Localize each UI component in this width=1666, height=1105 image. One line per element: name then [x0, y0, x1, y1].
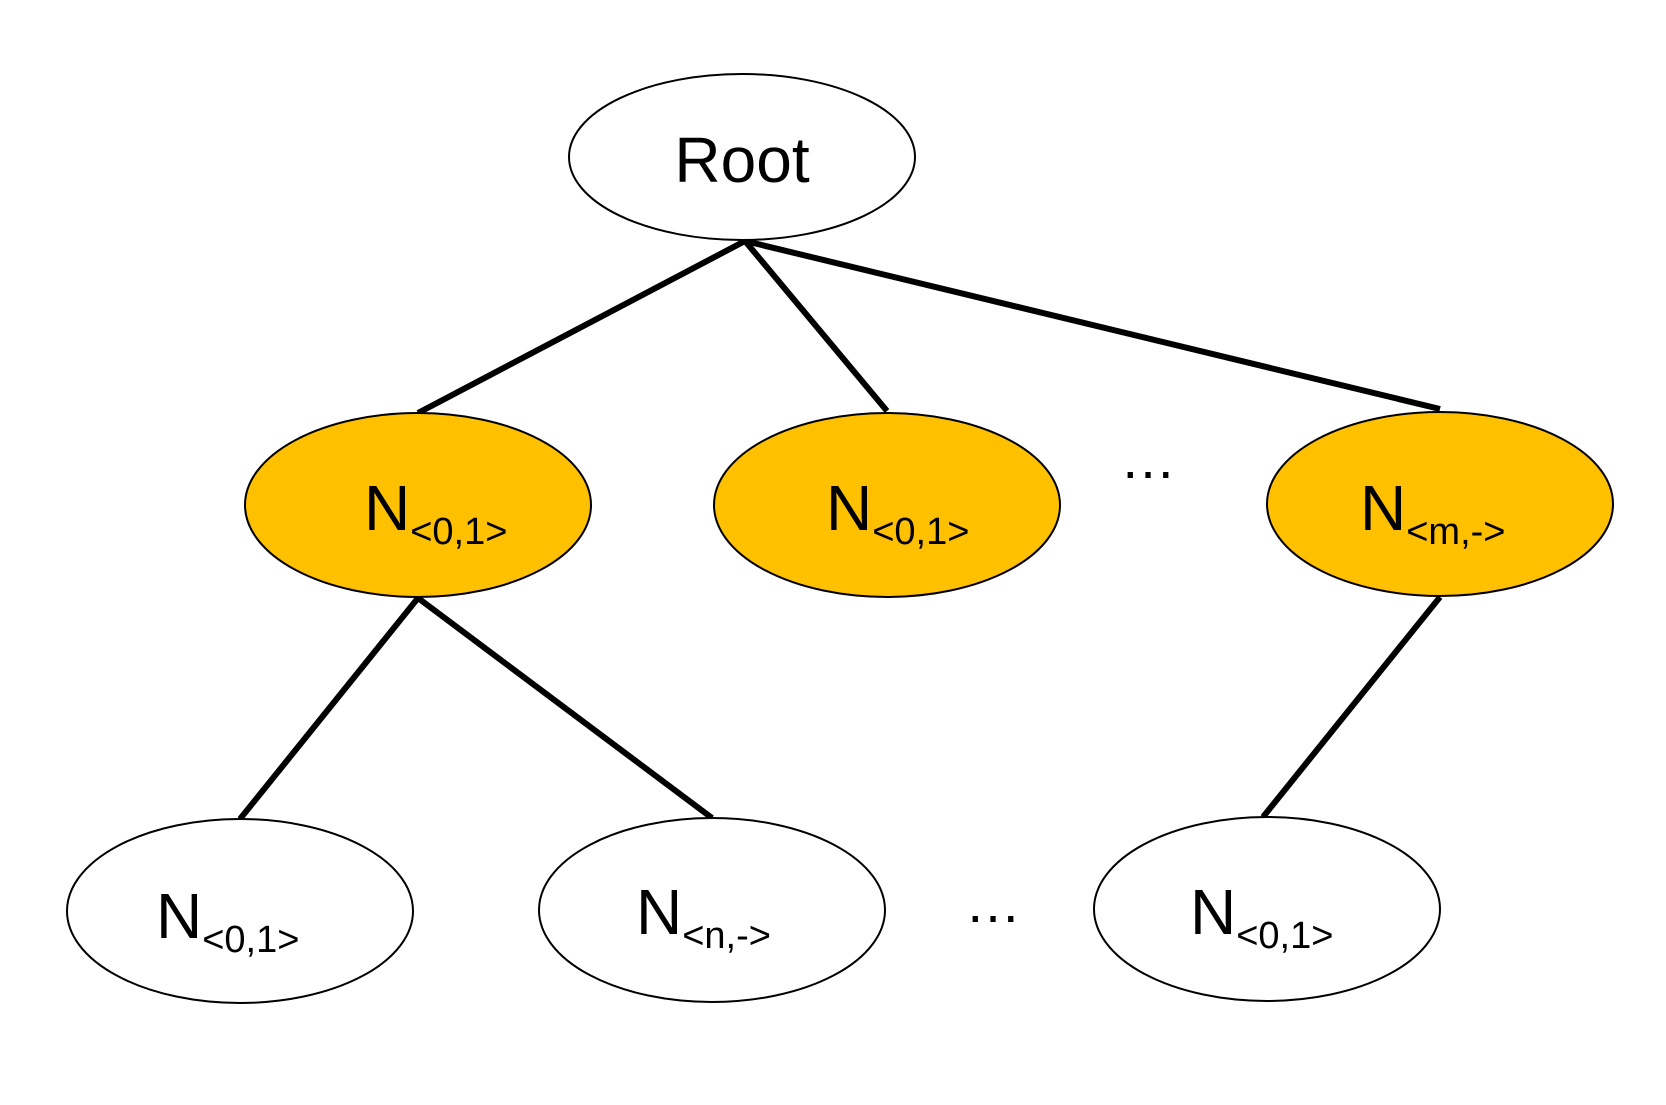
root-node: Root — [568, 73, 916, 241]
level1-node-c: N<m,-> — [1266, 411, 1614, 597]
level2-node-b-shape — [538, 817, 886, 1003]
level2-node-c-label: N<0,1> — [1190, 876, 1333, 957]
edge-root-to-l1-b — [742, 239, 890, 413]
level1-node-b: N<0,1> — [713, 412, 1061, 598]
level2-node-a: N<0,1> — [66, 818, 414, 1004]
level2-node-a-shape — [66, 818, 414, 1004]
level2-node-a-main: N — [156, 880, 202, 952]
edge-root-to-l1-c — [744, 238, 1441, 412]
level1-node-b-shape — [713, 412, 1061, 598]
level2-node-a-subscript: <0,1> — [202, 919, 299, 961]
level1-node-c-label: N<m,-> — [1360, 472, 1505, 553]
level1-node-c-shape — [1266, 411, 1614, 597]
level1-node-a-subscript: <0,1> — [410, 511, 507, 553]
level2-node-c: N<0,1> — [1093, 816, 1441, 1002]
level2-node-c-main: N — [1190, 876, 1236, 948]
level2-ellipsis: … — [965, 871, 1021, 934]
edge-l1-c-to-l2-c — [1260, 595, 1443, 819]
level1-node-a-main: N — [364, 472, 410, 544]
level1-node-a: N<0,1> — [244, 412, 592, 598]
level1-node-c-subscript: <m,-> — [1406, 511, 1505, 553]
root-node-label: Root — [674, 124, 809, 196]
level2-node-a-label: N<0,1> — [156, 880, 299, 961]
level1-node-c-main: N — [1360, 472, 1406, 544]
level2-node-b-subscript: <n,-> — [682, 915, 771, 957]
level1-ellipsis: … — [1120, 427, 1176, 490]
level2-node-b-label: N<n,-> — [636, 876, 771, 957]
level2-node-b: N<n,-> — [538, 817, 886, 1003]
level1-node-b-label: N<0,1> — [826, 472, 969, 553]
root-node-shape — [568, 73, 916, 241]
level1-node-a-label: N<0,1> — [364, 472, 507, 553]
level1-node-a-shape — [244, 412, 592, 598]
level1-node-b-subscript: <0,1> — [872, 511, 969, 553]
edge-root-to-l1-a — [416, 238, 747, 416]
level2-node-b-main: N — [636, 876, 682, 948]
level2-node-c-subscript: <0,1> — [1236, 915, 1333, 957]
edge-l1-a-to-l2-a — [237, 596, 421, 821]
level1-node-b-main: N — [826, 472, 872, 544]
edge-l1-a-to-l2-b — [416, 595, 714, 821]
tree-edges — [237, 238, 1443, 821]
level2-node-c-shape — [1093, 816, 1441, 1002]
